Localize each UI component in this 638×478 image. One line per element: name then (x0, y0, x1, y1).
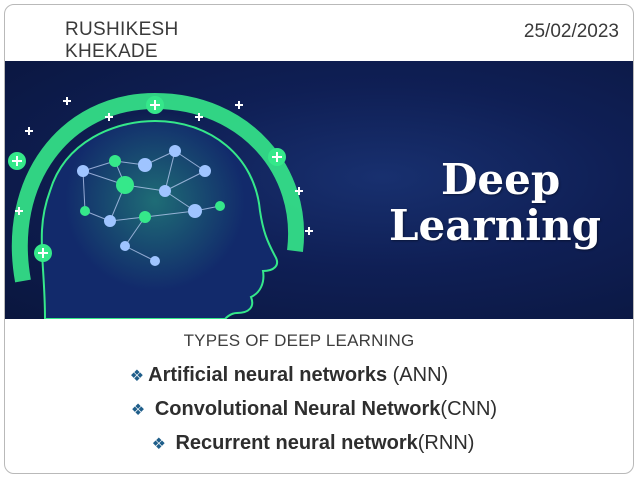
diamond-bullet-icon: ❖ (129, 368, 145, 385)
item-title: Convolutional Neural Network (154, 398, 441, 420)
list-item-ann: ❖Artificial neural networks (ANN) (5, 359, 633, 393)
list-item-cnn: ❖ Convolutional Neural Network(CNN) (5, 393, 633, 427)
item-title: Artificial neural networks (148, 364, 388, 386)
slide-content: TYPES OF DEEP LEARNING ❖Artificial neura… (5, 331, 633, 461)
deep-learning-banner: Deep Learning (5, 61, 633, 319)
list-item-rnn: ❖ Recurrent neural network(RNN) (5, 427, 633, 461)
banner-title-line-2: Learning (389, 201, 601, 250)
item-abbrev: (CNN) (440, 398, 498, 420)
item-abbrev: (RNN) (417, 432, 475, 454)
brain-illustration (8, 92, 313, 319)
author-name: RUSHIKESH KHEKADE (65, 19, 179, 59)
diamond-bullet-icon: ❖ (130, 402, 146, 419)
item-title: Recurrent neural network (175, 432, 418, 454)
slide: RUSHIKESH KHEKADE 25/02/2023 (4, 4, 634, 474)
item-abbrev: (ANN) (387, 364, 449, 386)
banner-title-line-1: Deep (441, 155, 561, 204)
banner-title: Deep Learning (389, 157, 601, 249)
content-heading: TYPES OF DEEP LEARNING (183, 331, 415, 350)
diamond-bullet-icon: ❖ (151, 436, 166, 453)
slide-date: 25/02/2023 (523, 21, 619, 42)
